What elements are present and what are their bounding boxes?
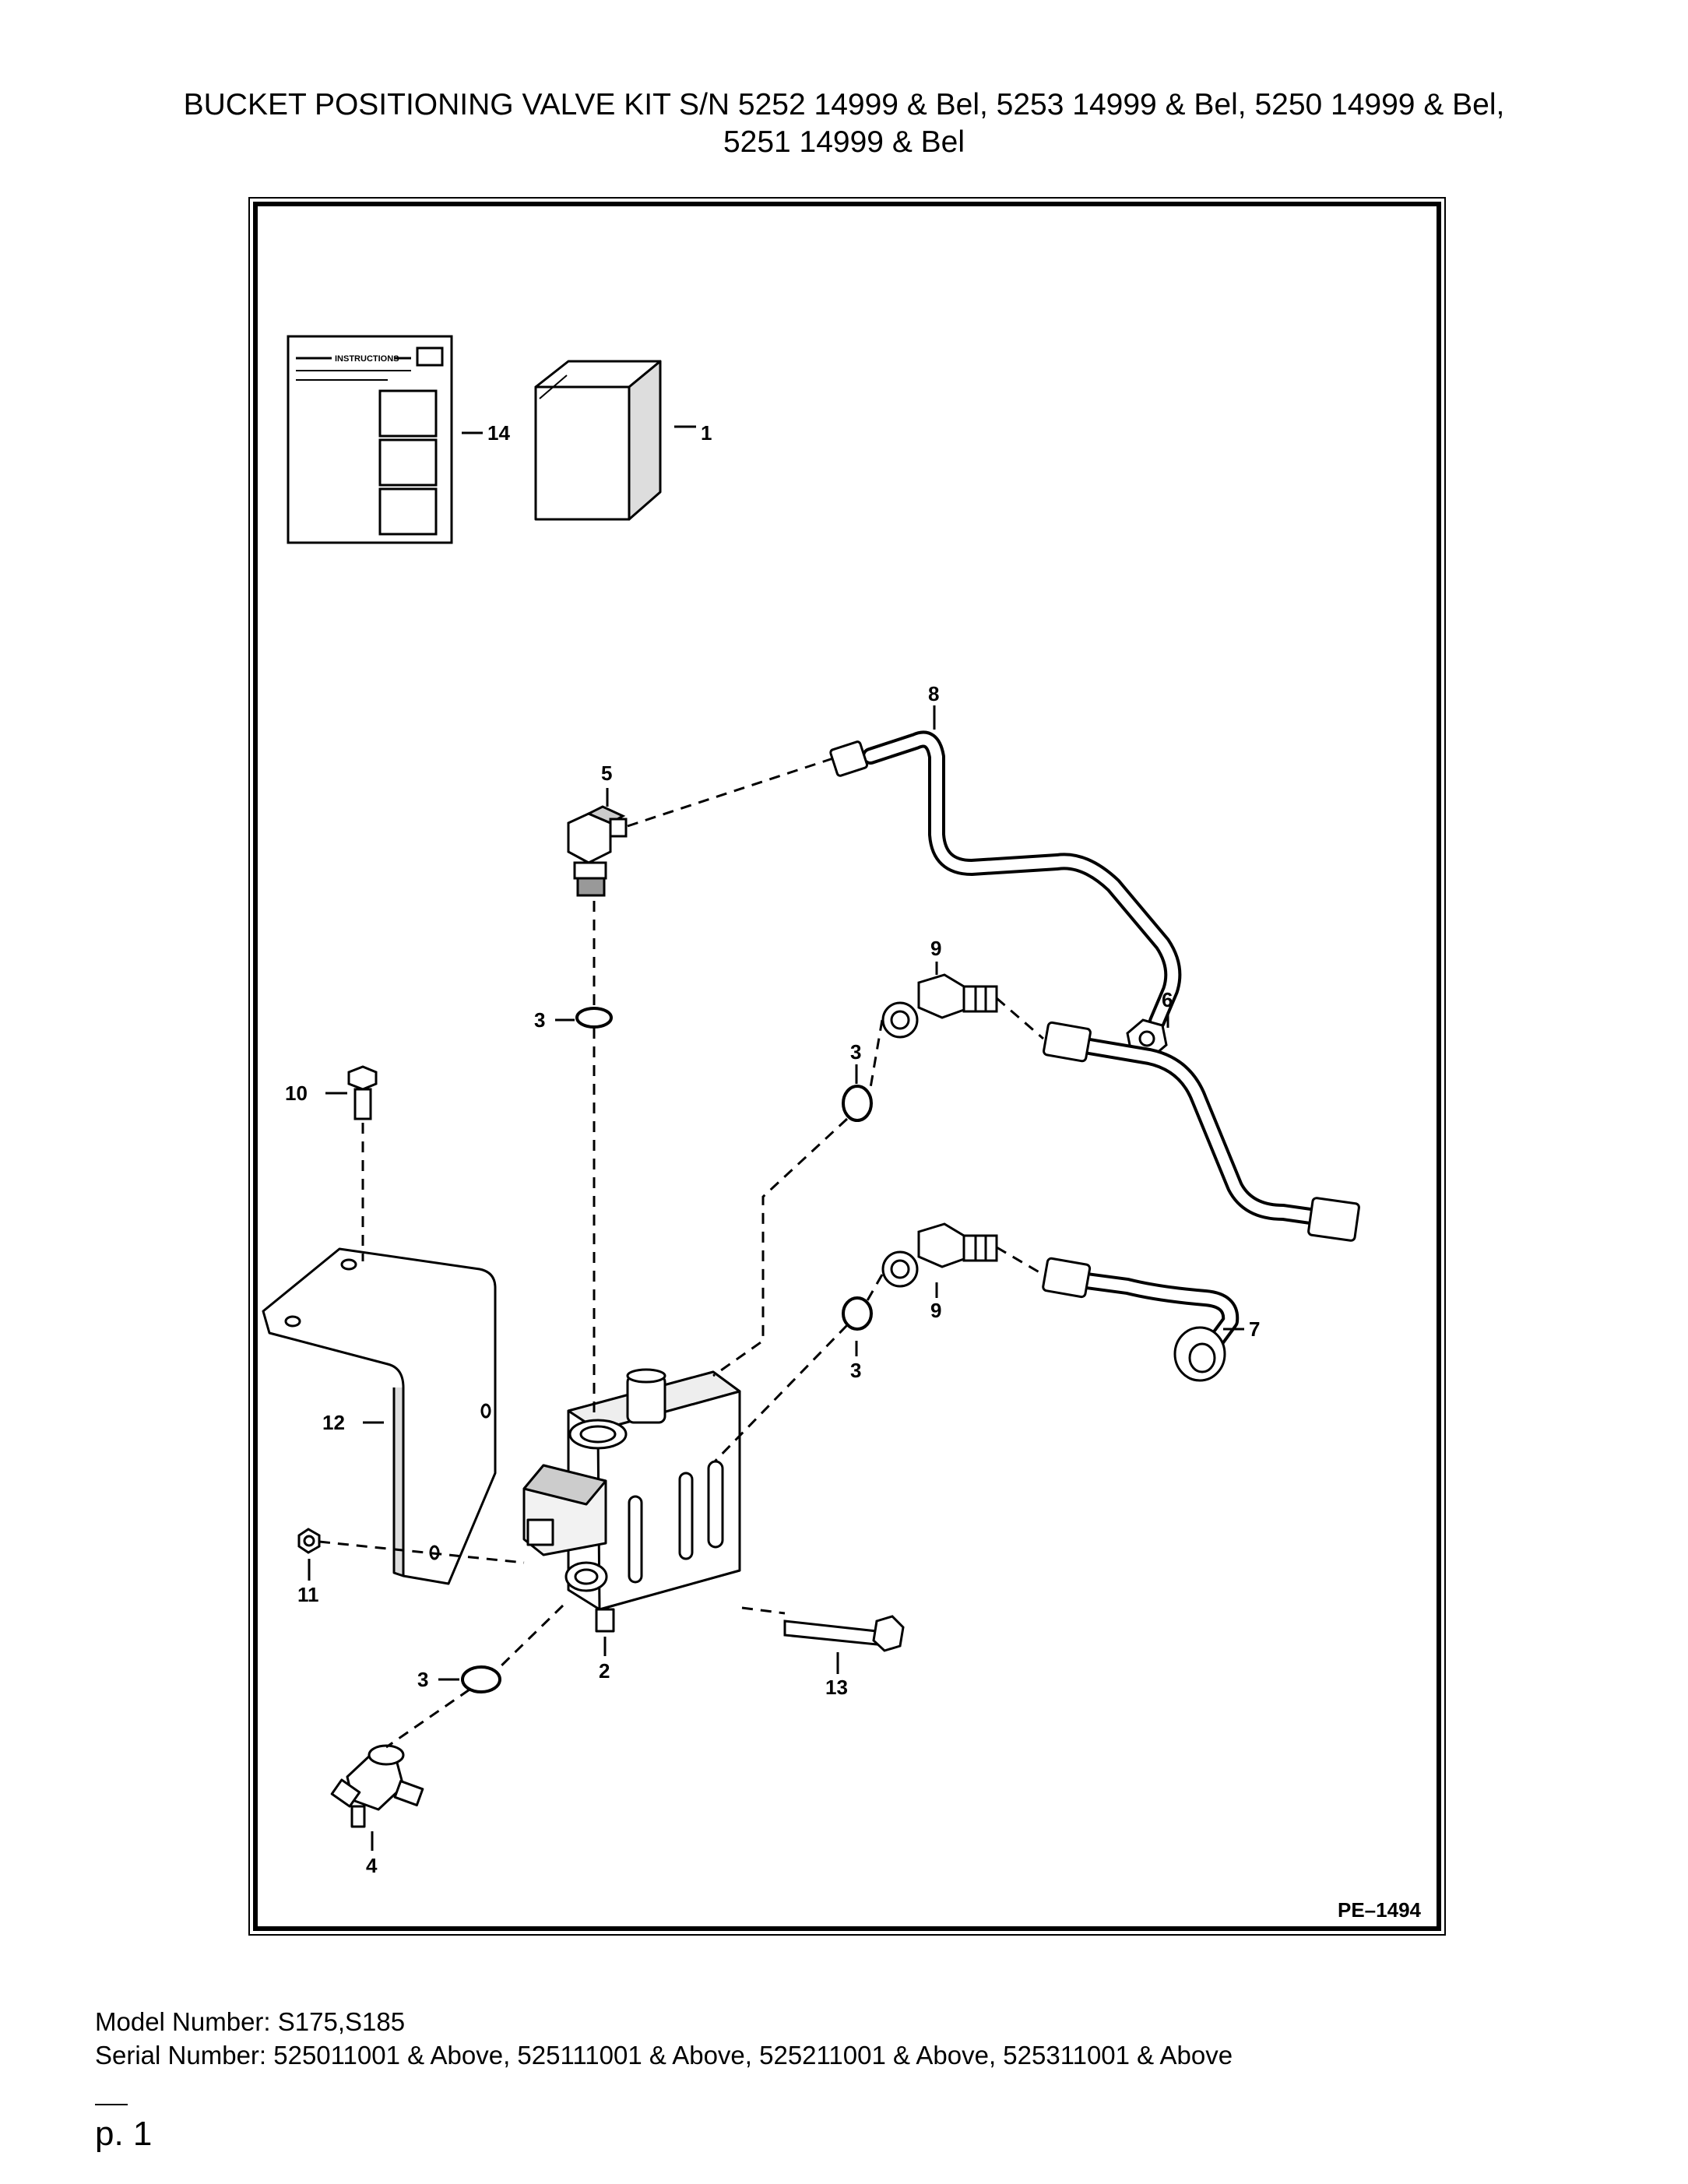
parts-diagram: INSTRUCTIONS xyxy=(248,196,1447,1936)
callout-8: 8 xyxy=(928,682,939,705)
callout-3-top: 3 xyxy=(534,1008,545,1032)
tube-8 xyxy=(829,730,1182,1060)
instruction-sheet xyxy=(287,335,453,544)
nut-11 xyxy=(297,1528,321,1554)
callout-13: 13 xyxy=(825,1676,848,1699)
page-title-line2: 5251 14999 & Bel xyxy=(723,125,965,159)
callout-2: 2 xyxy=(599,1659,610,1683)
callout-5: 5 xyxy=(601,761,612,785)
callout-9-lower: 9 xyxy=(930,1299,941,1322)
page-title-line1: BUCKET POSITIONING VALVE KIT S/N 5252 14… xyxy=(183,88,1505,121)
serial-number: Serial Number: 525011001 & Above, 525111… xyxy=(95,2041,1233,2070)
assembly-lines xyxy=(318,757,1044,1749)
divider xyxy=(95,2104,128,2105)
bracket-12 xyxy=(262,1247,497,1585)
callout-3-mid: 3 xyxy=(850,1040,861,1064)
leader-lines xyxy=(308,425,1244,1851)
callout-4: 4 xyxy=(366,1854,378,1877)
o-rings-3 xyxy=(461,1007,873,1693)
kit-box xyxy=(534,360,662,521)
callout-10: 10 xyxy=(285,1081,308,1105)
callout-1: 1 xyxy=(701,421,712,445)
elbow-fitting-5 xyxy=(567,805,628,897)
elbow-fitting-9-upper xyxy=(881,973,998,1039)
instruction-heading: INSTRUCTIONS xyxy=(335,354,399,364)
drawing-number: PE–1494 xyxy=(1338,1898,1422,1922)
bolt-13 xyxy=(783,1615,905,1652)
callout-3-lower: 3 xyxy=(850,1359,861,1382)
model-number: Model Number: S175,S185 xyxy=(95,2007,406,2036)
callout-9-upper: 9 xyxy=(930,937,941,960)
fitting-4 xyxy=(330,1744,424,1828)
callout-6: 6 xyxy=(1162,988,1173,1011)
tube-7 xyxy=(1042,1257,1240,1382)
page-number: p. 1 xyxy=(95,2115,153,2153)
callout-14: 14 xyxy=(487,421,510,445)
callout-12: 12 xyxy=(322,1411,345,1434)
valve-body-2 xyxy=(522,1368,741,1633)
callout-3-bottom: 3 xyxy=(417,1668,428,1691)
elbow-fitting-9-lower xyxy=(881,1222,998,1288)
tube-6 xyxy=(1043,1021,1360,1242)
bolt-10 xyxy=(347,1065,378,1120)
callout-7: 7 xyxy=(1249,1317,1260,1341)
callout-11: 11 xyxy=(297,1583,319,1606)
